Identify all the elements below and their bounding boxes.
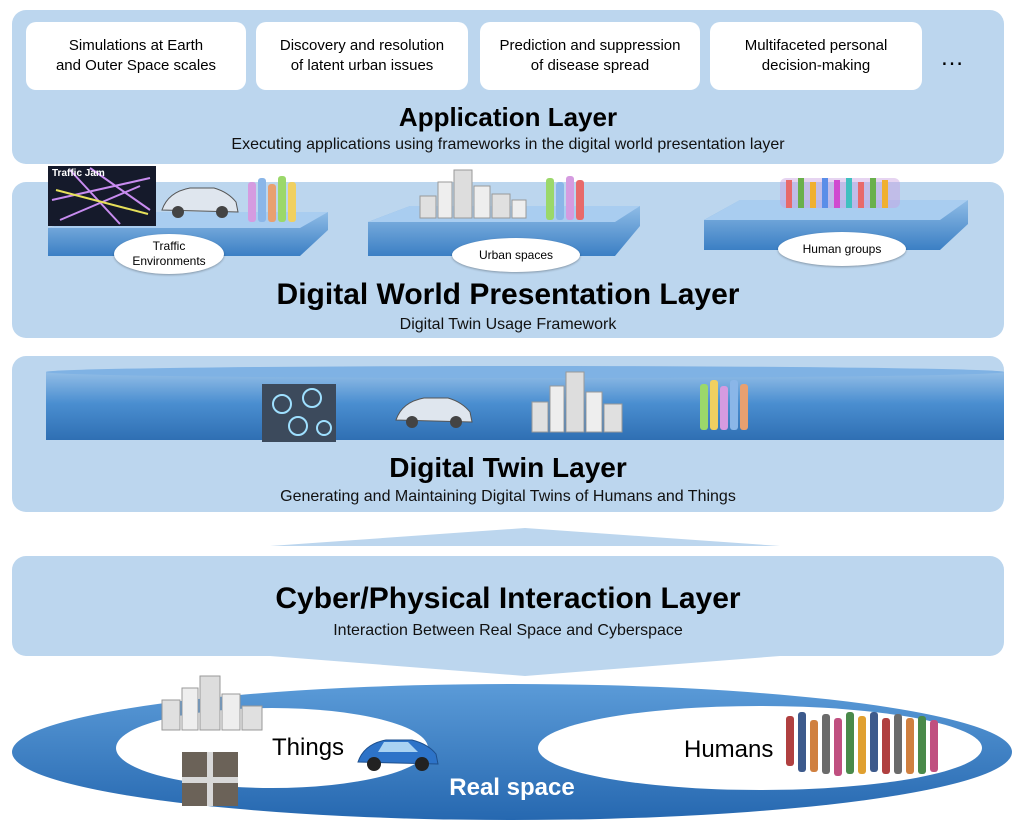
application-layer-subtitle: Executing applications using frameworks … — [231, 136, 785, 153]
things-label: Things — [272, 734, 345, 761]
crowd-photo-icon — [786, 712, 938, 776]
intersection-photo-icon — [182, 752, 238, 806]
application-layer-title: Application Layer — [398, 102, 618, 132]
app-urban-issues: Discovery and resolution of latent urban… — [256, 22, 468, 90]
interaction-layer-subtitle: Interaction Between Real Space and Cyber… — [333, 622, 683, 639]
interaction-layer: Cyber/Physical Interaction Layer Interac… — [12, 556, 1004, 656]
people-group-icon — [248, 176, 296, 222]
humans-label: Humans — [684, 736, 774, 763]
urban-spaces-label: Urban spaces — [452, 238, 580, 272]
blue-car-icon — [357, 739, 439, 771]
buildings-twin-icon — [531, 371, 623, 433]
app-simulations: Simulations at Earth and Outer Space sca… — [26, 22, 246, 90]
app-disease-spread: Prediction and suppression of disease sp… — [480, 22, 700, 90]
real-space-label: Real space — [449, 774, 575, 801]
people-group-icon-2 — [546, 176, 584, 220]
people-twin-icon — [700, 380, 748, 430]
car-twin-icon — [395, 397, 473, 428]
more-apps-ellipsis: … — [940, 44, 966, 71]
app-decision-making: Multifaceted personal decision-making — [710, 22, 922, 90]
digital-twin-layer-subtitle: Generating and Maintaining Digital Twins… — [280, 488, 736, 505]
up-arrow — [270, 528, 780, 546]
crowd-icon — [780, 178, 900, 208]
application-layer: Simulations at Earth and Outer Space sca… — [12, 10, 1004, 164]
car-wireframe-icon — [161, 187, 239, 218]
traffic-environments-label: Traffic Environments — [114, 234, 224, 274]
presentation-layer-subtitle: Digital Twin Usage Framework — [399, 316, 617, 333]
city-buildings-icon — [419, 169, 527, 219]
sensor-grid-icon — [262, 384, 336, 442]
down-arrow — [270, 656, 780, 676]
digital-twin-layer-title: Digital Twin Layer — [389, 452, 627, 483]
real-buildings-icon — [161, 675, 263, 731]
presentation-layer-title: Digital World Presentation Layer — [276, 278, 740, 311]
interaction-layer-title: Cyber/Physical Interaction Layer — [275, 582, 741, 615]
traffic-map-image — [48, 166, 156, 226]
human-groups-label: Human groups — [778, 232, 906, 266]
traffic-jam-text: Traffic Jam — [52, 168, 105, 179]
